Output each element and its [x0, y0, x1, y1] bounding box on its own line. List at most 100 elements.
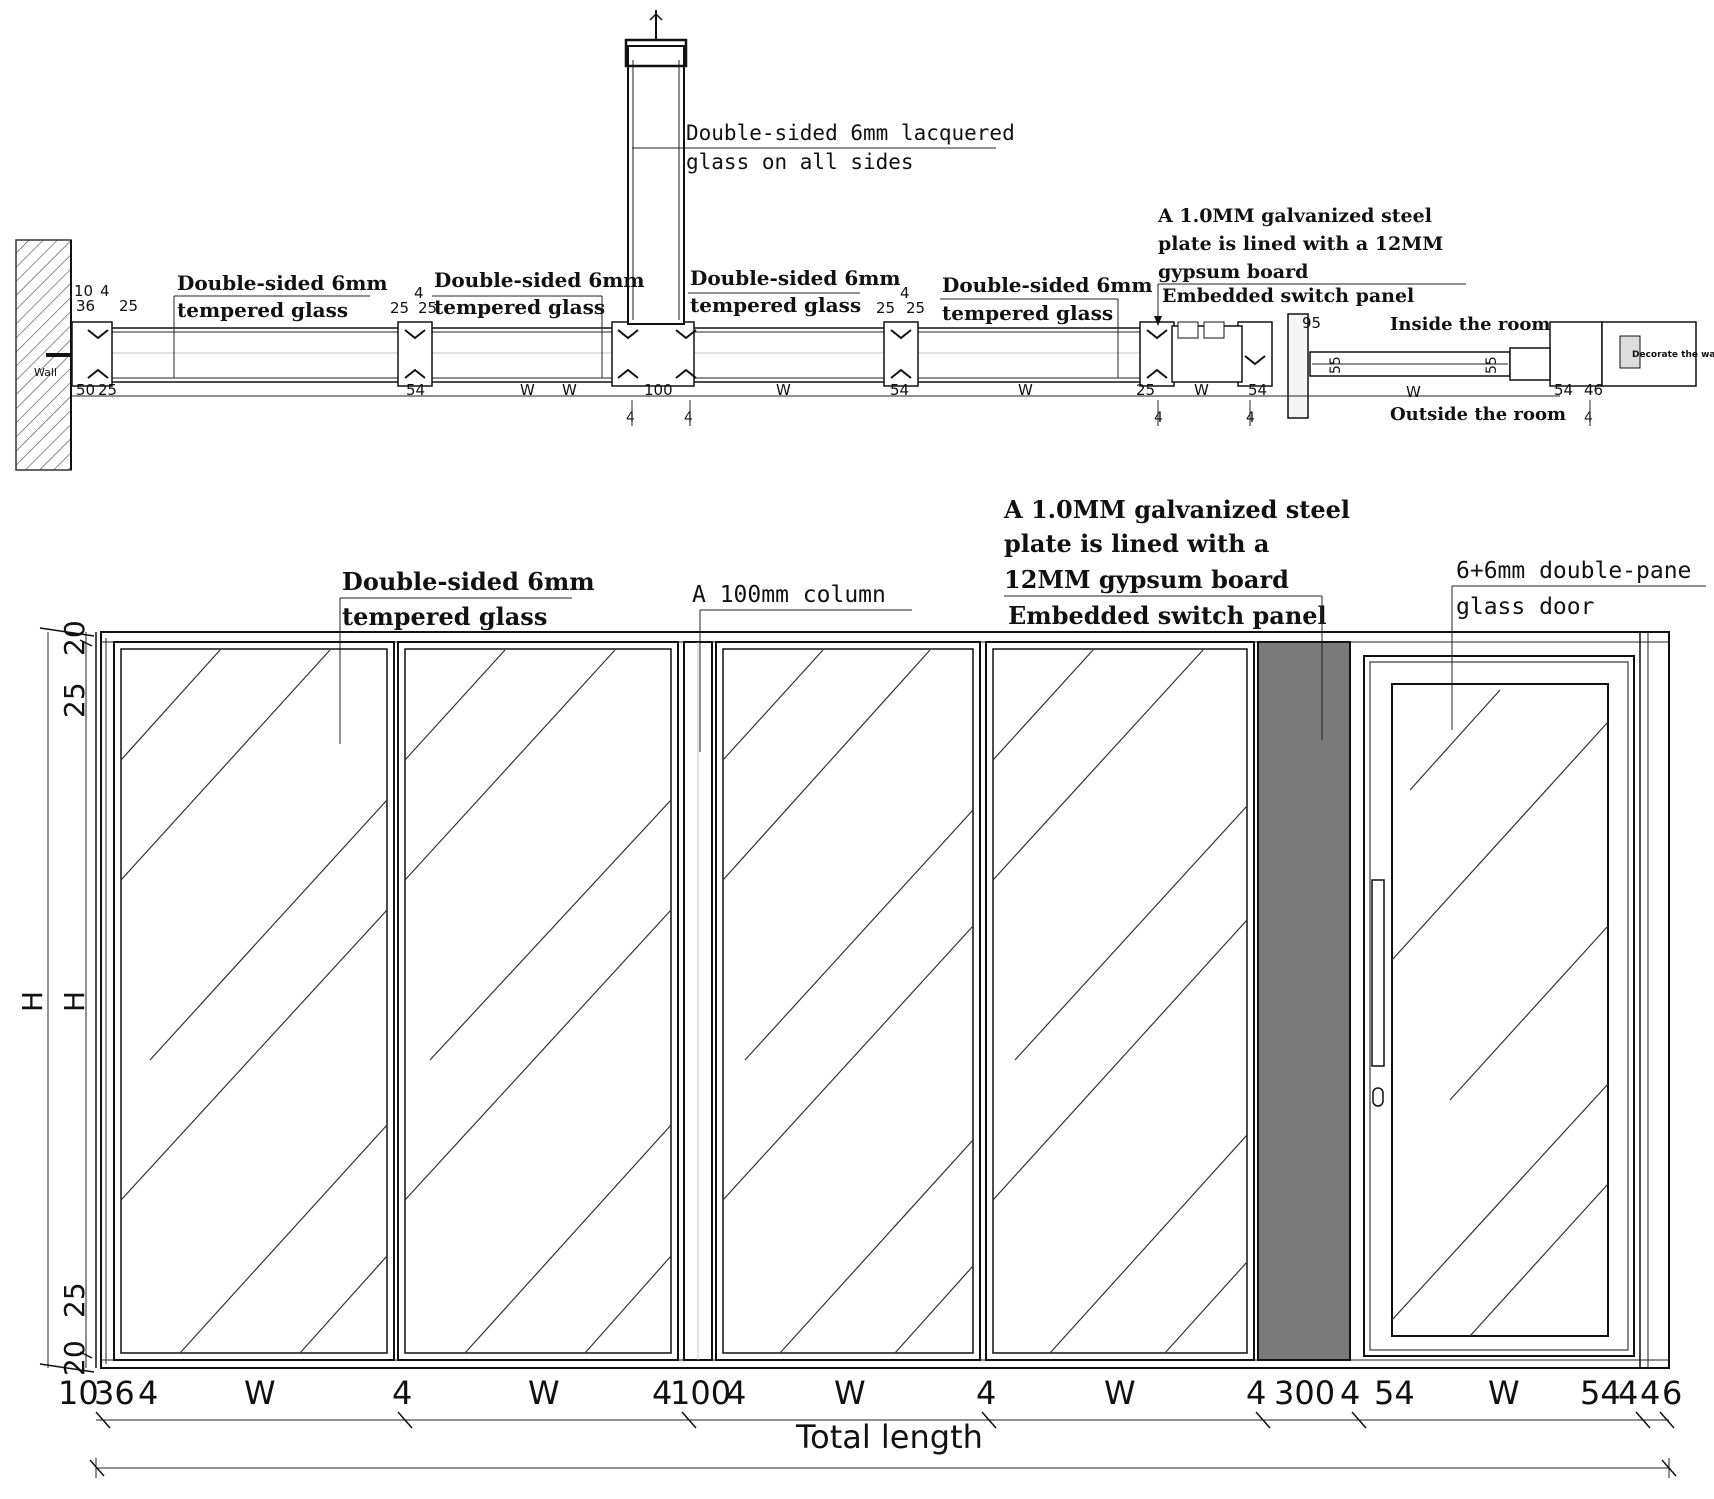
elev-dim-bot25: 25 [58, 1282, 91, 1318]
plan-dim-55a: 55 [1328, 356, 1344, 374]
plan-lacquered-label-2: glass on all sides [686, 150, 914, 174]
glass-panel-4 [985, 641, 1255, 1361]
plan-dim-W2: W [562, 381, 577, 399]
plan-dim-36: 36 [76, 297, 95, 315]
embedded-switch-panel [1257, 641, 1351, 1361]
elev-bdim-4d: 4 [726, 1374, 746, 1412]
door-handle[interactable] [1371, 879, 1385, 1067]
plan-view: Wall [15, 10, 1714, 471]
elev-bdim-4i: 4 [1640, 1374, 1660, 1412]
plan-glass2-label-1: Double-sided 6mm [434, 268, 645, 292]
plan-dim-54c: 54 [1248, 381, 1267, 399]
plan-outside-label: Outside the room [1390, 404, 1566, 425]
plan-glass4-label-1: Double-sided 6mm [942, 273, 1153, 297]
elev-door-label-2: glass door [1456, 594, 1594, 620]
plan-dim-W5: W [1194, 381, 1209, 399]
plan-dim-4c: 4 [900, 284, 910, 302]
elev-bdim-100: 100 [670, 1374, 731, 1412]
plan-steel-label-1: A 1.0MM galvanized steel [1157, 205, 1432, 227]
glass-door-frame [1363, 655, 1635, 1357]
elev-bdim-W4: W [1104, 1374, 1136, 1412]
plan-dim-54a: 54 [406, 381, 425, 399]
plan-dim-100: 100 [644, 381, 673, 399]
elev-bdim-W1: W [244, 1374, 276, 1412]
plan-glass1-label-2: tempered glass [177, 298, 348, 322]
plan-dim-25b: 25 [98, 381, 117, 399]
door-lock[interactable] [1372, 1087, 1384, 1107]
elev-steel-label-4: Embedded switch panel [1008, 601, 1327, 630]
elev-bdim-4b: 4 [392, 1374, 412, 1412]
plan-steel-label-2: plate is lined with a 12MM [1158, 233, 1443, 255]
plan-b4e: 4 [1584, 410, 1593, 426]
plan-lacquered-label-1: Double-sided 6mm lacquered [686, 121, 1015, 145]
plan-glass3-label-1: Double-sided 6mm [690, 266, 901, 290]
glass-door-pane [1391, 683, 1609, 1337]
plan-dim-4b: 4 [414, 284, 424, 302]
elev-bdim-W2: W [528, 1374, 560, 1412]
plan-inside-label: Inside the room [1390, 314, 1550, 335]
elev-dim-top20: 20 [58, 620, 91, 656]
plan-dim-25e: 25 [876, 299, 895, 317]
elev-bdim-4f: 4 [1246, 1374, 1266, 1412]
plan-decorate-wall-label: Decorate the wall [1632, 350, 1714, 360]
plan-dim-25g: 25 [1136, 381, 1155, 399]
glass-panel-1 [113, 641, 395, 1361]
elev-bdim-54b: 54 [1580, 1374, 1621, 1412]
plan-dim-10: 10 [74, 282, 93, 300]
elev-bdim-36: 36 [94, 1374, 135, 1412]
plan-glass2-label-2: tempered glass [434, 295, 605, 319]
plan-glass4-label-2: tempered glass [942, 301, 1113, 325]
elev-dim-bot20: 20 [58, 1340, 91, 1376]
elev-steel-label-3: 12MM gypsum board [1004, 565, 1289, 594]
elev-glass-label-1: Double-sided 6mm [342, 567, 595, 596]
elev-total-length: Total length [795, 1418, 983, 1456]
elev-bdim-W3: W [834, 1374, 866, 1412]
elev-bdim-300: 300 [1274, 1374, 1335, 1412]
elev-steel-label-1: A 1.0MM galvanized steel [1003, 495, 1350, 524]
elev-bdim-6: 6 [1662, 1374, 1682, 1412]
elev-column-label: A 100mm column [692, 582, 886, 608]
elev-bdim-4h: 4 [1618, 1374, 1638, 1412]
plan-wall-label: Wall [34, 366, 57, 379]
elev-dim-inner-h: H [58, 991, 91, 1012]
elev-door-label-1: 6+6mm double-pane [1456, 558, 1691, 584]
plan-steel-label-4: Embedded switch panel [1162, 285, 1414, 307]
elevation-outer-frame [100, 631, 1670, 1369]
elev-bdim-4c: 4 [652, 1374, 672, 1412]
plan-dim-25f: 25 [906, 299, 925, 317]
plan-b4b: 4 [684, 410, 693, 426]
plan-dim-46: 46 [1584, 381, 1603, 399]
plan-b4a: 4 [626, 410, 635, 426]
elev-bdim-4g: 4 [1340, 1374, 1360, 1412]
plan-glass1-label-1: Double-sided 6mm [177, 271, 388, 295]
plan-dim-55b: 55 [1484, 356, 1500, 374]
plan-dim-95: 95 [1302, 314, 1321, 332]
plan-dim-W4: W [1018, 381, 1033, 399]
plan-dim-W1: W [520, 381, 535, 399]
plan-steel-label-3: gypsum board [1158, 261, 1308, 283]
elevation-view: Double-sided 6mm tempered glass A 100mm … [16, 495, 1706, 1478]
plan-glass3-label-2: tempered glass [690, 293, 861, 317]
elev-bdim-54a: 54 [1374, 1374, 1415, 1412]
elev-bdim-W5: W [1488, 1374, 1520, 1412]
elev-glass-label-2: tempered glass [342, 602, 547, 631]
elev-bdim-4a: 4 [138, 1374, 158, 1412]
elev-bdim-4e: 4 [976, 1374, 996, 1412]
elev-dim-outer-h: H [16, 991, 49, 1012]
elev-dim-top25: 25 [58, 682, 91, 718]
plan-dim-W6: W [1406, 383, 1421, 401]
plan-dim-25d: 25 [418, 299, 437, 317]
plan-dim-W3: W [776, 381, 791, 399]
plan-dim-4a: 4 [100, 282, 110, 300]
plan-lacquered-column [627, 45, 685, 325]
plan-dim-54d: 54 [1554, 381, 1573, 399]
plan-dim-25c: 25 [390, 299, 409, 317]
glass-panel-3 [715, 641, 981, 1361]
plan-dim-50: 50 [76, 381, 95, 399]
elev-bdim-10: 10 [58, 1374, 99, 1412]
glass-panel-2 [397, 641, 679, 1361]
glass-reflection-hatch [120, 649, 1609, 1354]
plan-dim-25a: 25 [119, 297, 138, 315]
glass-panels [113, 641, 1255, 1361]
